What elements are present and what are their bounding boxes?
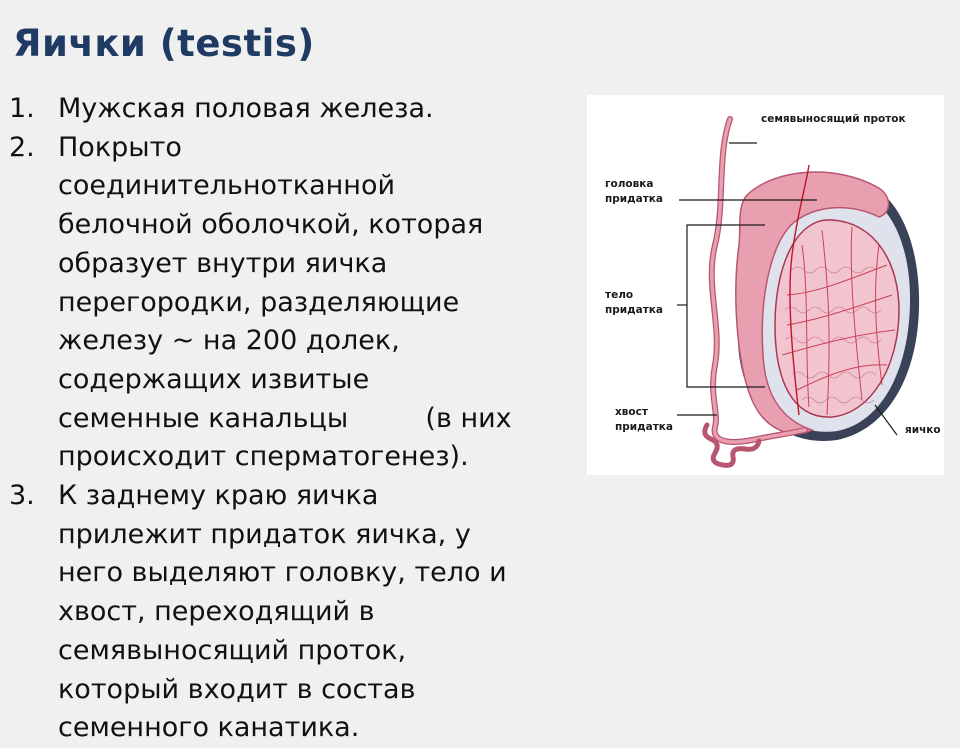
list-item: 1. Мужская половая железа.	[9, 90, 594, 129]
list-item-number: 2.	[9, 131, 35, 163]
list-item-number: 1.	[9, 93, 35, 124]
content-list: 1. Мужская половая железа. 2. Покрыто со…	[9, 90, 594, 748]
list-item-text: К заднему краю яичка прилежит придаток я…	[58, 480, 507, 744]
testis-anatomy-figure: семявыносящий проток головка придатка те…	[587, 95, 944, 475]
list-item-number: 3.	[9, 480, 35, 512]
vas-deferens-inner	[710, 117, 807, 444]
list-item: 3. К заднему краю яичка прилежит придато…	[9, 477, 594, 748]
slide-title: Яички (testis)	[13, 22, 315, 65]
label-epididymis-body: тело придатка	[605, 289, 663, 316]
list-item: 2. Покрыто соединительнотканной белочной…	[9, 129, 594, 477]
testis-body	[774, 219, 900, 418]
label-vas-deferens: семявыносящий проток	[761, 113, 906, 125]
leader-lines	[677, 142, 898, 436]
list-item-text: Мужская половая железа.	[58, 93, 434, 124]
label-testis: яичко	[905, 424, 941, 436]
list-item-text: Покрыто соединительнотканной белочной об…	[58, 131, 512, 473]
seminiferous-tubules	[784, 266, 882, 404]
epididymis	[735, 171, 890, 435]
blood-vessel	[789, 164, 810, 416]
label-epididymis-tail: хвост придатка	[615, 406, 673, 433]
testis-illustration	[677, 116, 920, 468]
epididymis-tail-coils	[702, 422, 762, 468]
label-epididymis-head: головка придатка	[605, 178, 663, 205]
